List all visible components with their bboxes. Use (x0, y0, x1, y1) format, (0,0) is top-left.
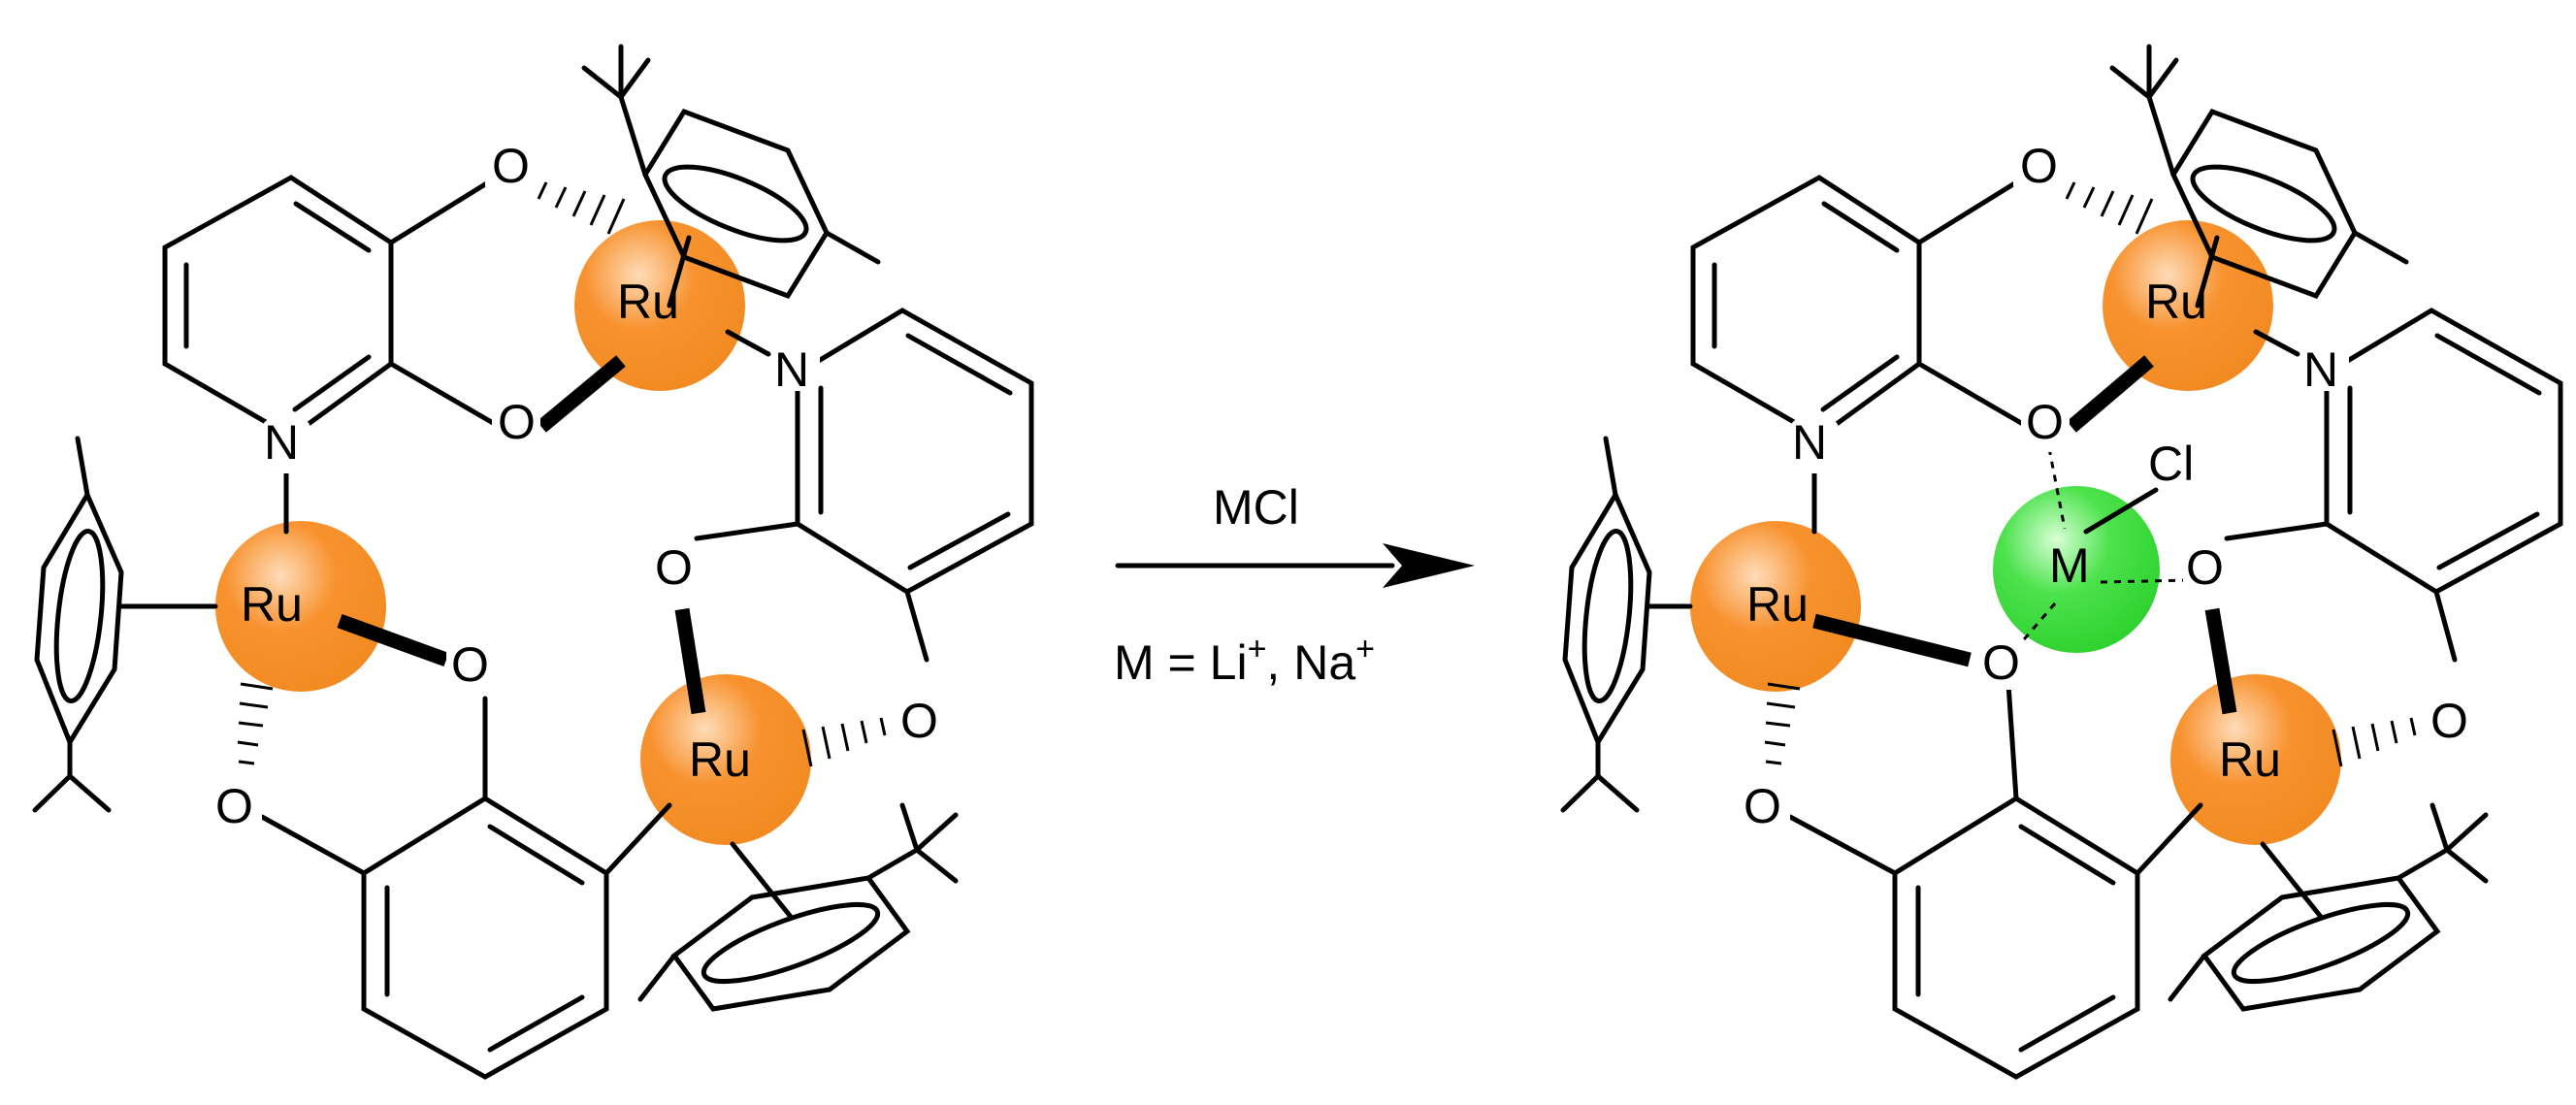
oxygen-label: O (1982, 635, 2020, 690)
product-complex: O O N N O O O O Ru Ru Ru M Cl (1560, 44, 2563, 1080)
hashed-bond (519, 178, 626, 235)
oxygen-label: O (215, 779, 253, 833)
ruthenium-label: Ru (1746, 577, 1809, 632)
reactant-complex: O O N N O O O O Ru Ru Ru (32, 44, 1034, 1080)
oxygen-label: O (900, 694, 938, 748)
ruthenium-label: Ru (241, 577, 303, 632)
oxygen-label: O (2430, 694, 2468, 748)
pyridine-ring (162, 175, 394, 439)
atom-labels: O O N N O O O O Ru Ru Ru (213, 139, 947, 836)
atom-labels: O O N N O O O O Ru Ru Ru M Cl (1742, 139, 2477, 836)
nitrogen-label: N (774, 342, 809, 397)
ruthenium-sphere (1690, 521, 1861, 692)
condition-label: M = Li+, Na+ (1114, 631, 1375, 690)
ruthenium-sphere (640, 674, 811, 845)
ruthenium-label: Ru (689, 732, 751, 787)
chloride-label: Cl (2148, 437, 2194, 491)
benzene-ring (361, 796, 609, 1080)
p-cymene-ligand (581, 44, 881, 309)
pyridine-ring (795, 308, 1034, 595)
reagent-label: MCl (1213, 480, 1299, 535)
oxygen-label: O (1744, 779, 1781, 833)
oxygen-label: O (492, 139, 530, 193)
oxygen-label: O (451, 637, 489, 692)
oxygen-label: O (655, 540, 693, 595)
ruthenium-sphere (2170, 674, 2341, 845)
ruthenium-label: Ru (617, 275, 679, 329)
p-cymene-ligand (1560, 436, 1693, 813)
metal-ion-sphere (1993, 486, 2160, 653)
nitrogen-label: N (2303, 342, 2338, 397)
oxygen-label: O (2020, 139, 2058, 193)
p-cymene-ligand (32, 436, 218, 813)
p-cymene-ligand (2109, 44, 2409, 309)
oxygen-label: O (498, 395, 536, 449)
nitrogen-label: N (264, 415, 299, 470)
ruthenium-label: Ru (2145, 275, 2207, 329)
hashed-bond (237, 682, 274, 765)
pyridine-ring (2324, 308, 2563, 595)
hashed-bond (801, 717, 887, 767)
pyridine-ring (1690, 175, 1922, 439)
ruthenium-label: Ru (2219, 732, 2281, 787)
hashed-bond (2331, 717, 2417, 767)
ruthenium-sphere (215, 521, 386, 692)
reaction-arrow: MCl M = Li+, Na+ (1114, 480, 1475, 690)
metal-label: M (2049, 538, 2090, 593)
benzene-ring (1892, 796, 2140, 1080)
nitrogen-label: N (1792, 415, 1827, 470)
oxygen-label: O (2186, 540, 2224, 595)
hashed-bond (1764, 682, 1801, 765)
p-cymene-ligand (2168, 802, 2489, 1012)
hashed-bond (2047, 178, 2154, 235)
p-cymene-ligand (637, 802, 959, 1012)
oxygen-label: O (2026, 395, 2064, 449)
